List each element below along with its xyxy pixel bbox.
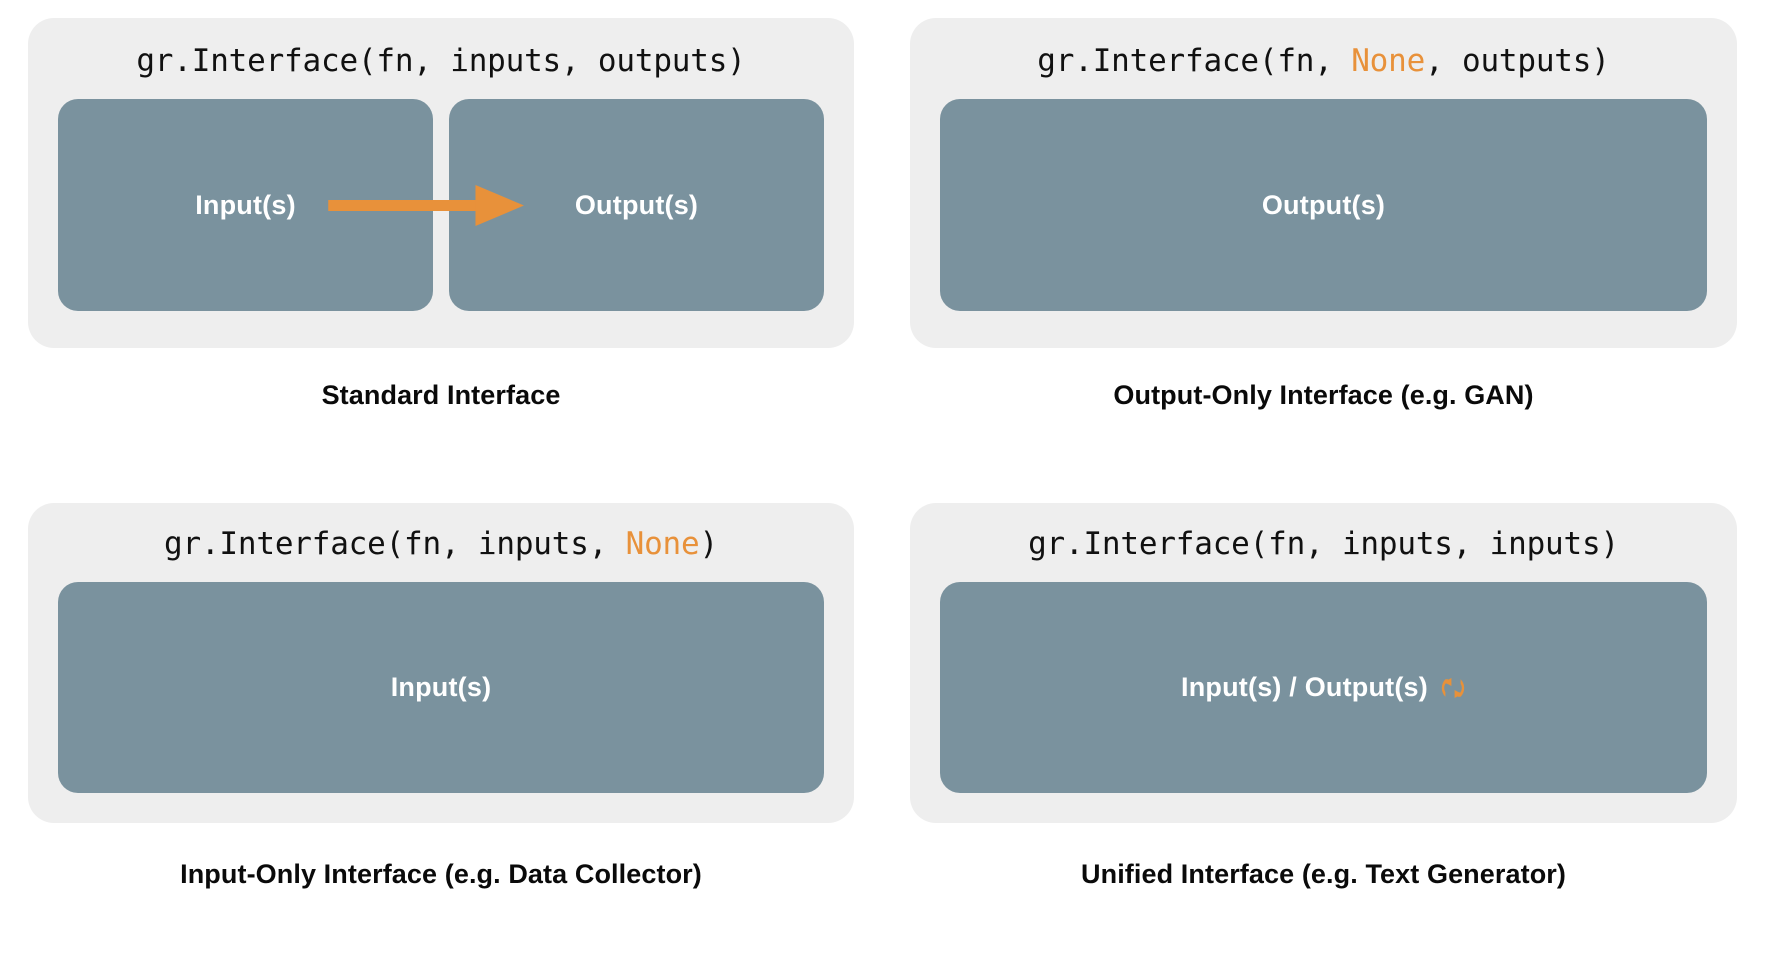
code-signature-unified: gr.Interface(fn, inputs, inputs) (1028, 529, 1619, 560)
box-inputs-standard: Input(s) (58, 99, 433, 311)
box-gap (433, 99, 449, 311)
caption-input-only-interface: Input-Only Interface (e.g. Data Collecto… (180, 859, 702, 889)
panel-output-only-interface: gr.Interface(fn, None, outputs) Output(s… (910, 18, 1737, 348)
box-outputs-only: Output(s) (940, 99, 1707, 311)
code-text-suffix: ) (699, 526, 718, 562)
boxes-output-only: Output(s) (940, 99, 1707, 311)
code-text-unified: gr.Interface(fn, inputs, inputs) (1028, 526, 1619, 562)
caption-standard-interface: Standard Interface (321, 380, 561, 410)
code-text-prefix: gr.Interface(fn, inputs, (164, 526, 626, 562)
code-token-none: None (1351, 43, 1426, 79)
box-unified: Input(s) / Output(s) (940, 582, 1707, 793)
quadrant-unified-interface: gr.Interface(fn, inputs, inputs) Input(s… (882, 487, 1765, 975)
panel-standard-interface: gr.Interface(fn, inputs, outputs) Input(… (28, 18, 854, 348)
quadrant-input-only-interface: gr.Interface(fn, inputs, None) Input(s) … (0, 487, 882, 975)
code-signature-input-only: gr.Interface(fn, inputs, None) (164, 529, 718, 560)
box-label-inputs: Input(s) (195, 189, 296, 220)
caption-output-only-interface: Output-Only Interface (e.g. GAN) (1113, 380, 1534, 410)
panel-input-only-interface: gr.Interface(fn, inputs, None) Input(s) (28, 503, 854, 823)
code-text-suffix: , outputs) (1425, 43, 1610, 79)
box-label-row-unified: Input(s) / Output(s) (1181, 672, 1466, 703)
code-signature-standard: gr.Interface(fn, inputs, outputs) (136, 43, 746, 79)
box-outputs-standard: Output(s) (449, 99, 824, 311)
code-token-none: None (625, 526, 700, 562)
cycle-arrows-icon (1440, 675, 1466, 701)
code-text-prefix: gr.Interface(fn, (1037, 43, 1352, 79)
quadrant-standard-interface: gr.Interface(fn, inputs, outputs) Input(… (0, 0, 882, 487)
caption-unified-interface: Unified Interface (e.g. Text Generator) (1081, 859, 1566, 889)
boxes-input-only: Input(s) (58, 582, 824, 793)
box-label-outputs: Output(s) (574, 189, 699, 220)
box-label-unified: Input(s) / Output(s) (1181, 672, 1428, 702)
code-signature-output-only: gr.Interface(fn, None, outputs) (1037, 43, 1610, 79)
box-inputs-only: Input(s) (58, 582, 824, 793)
quadrant-output-only-interface: gr.Interface(fn, None, outputs) Output(s… (882, 0, 1765, 487)
panel-unified-interface: gr.Interface(fn, inputs, inputs) Input(s… (910, 503, 1737, 823)
code-text-standard: gr.Interface(fn, inputs, outputs) (136, 43, 746, 79)
box-label-outputs: Output(s) (1261, 189, 1386, 220)
boxes-unified: Input(s) / Output(s) (940, 582, 1707, 793)
boxes-standard: Input(s) Output(s) (58, 99, 824, 311)
box-label-inputs: Input(s) (390, 672, 492, 702)
